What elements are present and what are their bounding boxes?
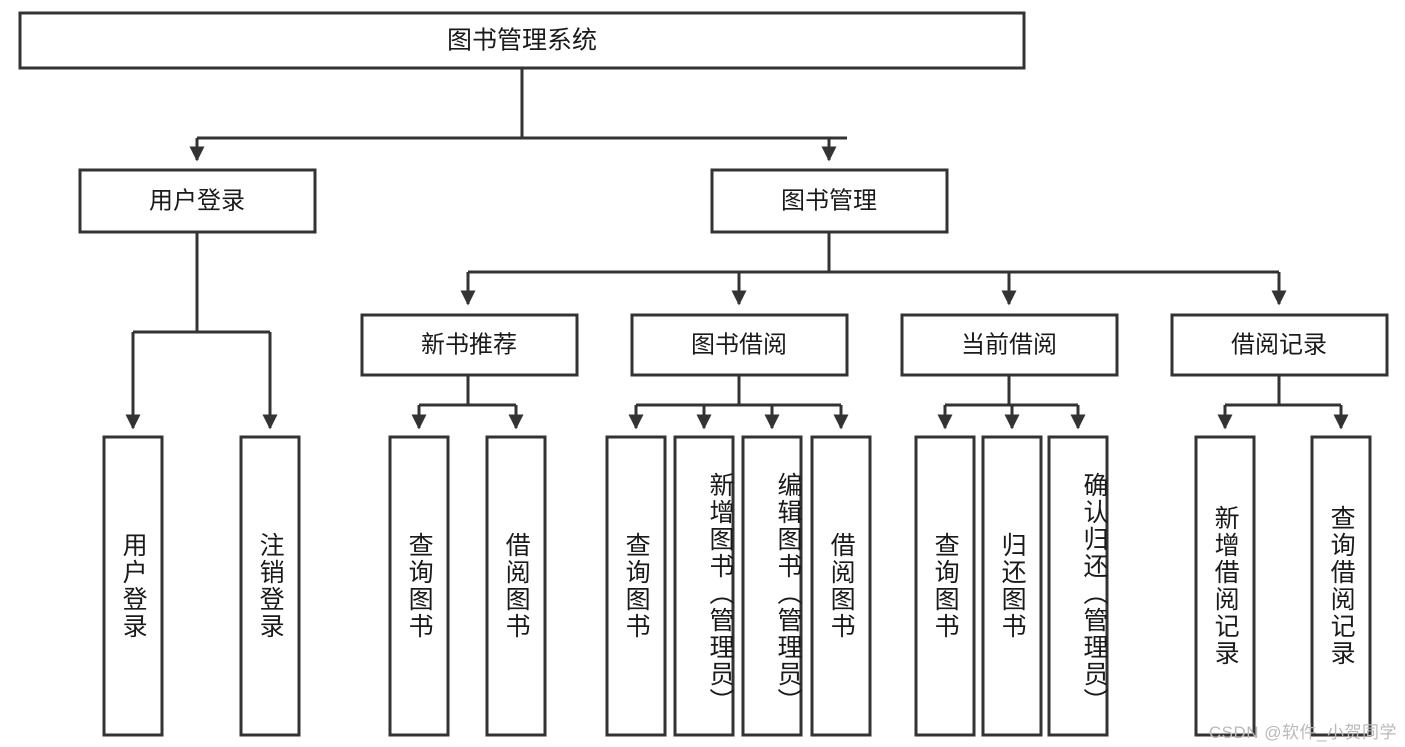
- node-user-login-box[interactable]: [78, 168, 317, 234]
- node-borrow-record-label: 借阅记录: [1231, 331, 1327, 358]
- node-current-borrow-label: 当前借阅: [961, 331, 1057, 358]
- leaf-box-current-borrow-1[interactable]: [981, 435, 1043, 737]
- node-book-manage-label: 图书管理: [781, 187, 877, 214]
- connector-group-book-borrow: [628, 375, 849, 430]
- node-book-borrow-label: 图书借阅: [691, 331, 787, 358]
- leaf-box-book-borrow-2[interactable]: [741, 435, 803, 737]
- leaf-box-borrow-record-0[interactable]: [1194, 435, 1256, 737]
- leaf-boxes-user-login[interactable]: [102, 435, 301, 737]
- node-new-book-recommend-label: 新书推荐: [421, 331, 517, 358]
- node-current-borrow-box[interactable]: [900, 313, 1119, 377]
- node-root-label: 图书管理系统: [447, 27, 597, 55]
- node-book-borrow[interactable]: 图书借阅: [630, 313, 849, 377]
- node-new-book-recommend-box[interactable]: [360, 313, 579, 377]
- node-book-manage-box[interactable]: [710, 168, 949, 234]
- leaf-boxes-new-book-recommend[interactable]: [388, 435, 547, 737]
- node-current-borrow[interactable]: 当前借阅: [900, 313, 1119, 377]
- node-root[interactable]: 图书管理系统: [18, 11, 1026, 70]
- watermark-text: CSDN @软件_小贺同学: [1208, 723, 1397, 742]
- leaf-box-user-login-0[interactable]: [102, 435, 164, 737]
- node-user-login-label: 用户登录: [149, 187, 245, 214]
- leaf-box-borrow-record-1[interactable]: [1310, 435, 1372, 737]
- leaf-box-new-book-0[interactable]: [388, 435, 450, 737]
- leaf-box-book-borrow-0[interactable]: [605, 435, 667, 737]
- leaf-box-book-borrow-3[interactable]: [810, 435, 872, 737]
- leaf-box-current-borrow-2[interactable]: [1047, 435, 1109, 737]
- node-borrow-record[interactable]: 借阅记录: [1170, 313, 1389, 377]
- connector-group-new-book: [411, 375, 524, 430]
- connector-group-book-manage: [460, 232, 1287, 306]
- node-root-box[interactable]: [18, 11, 1026, 70]
- node-borrow-record-box[interactable]: [1170, 313, 1389, 377]
- node-user-login[interactable]: 用户登录: [78, 168, 317, 234]
- leaf-box-current-borrow-0[interactable]: [914, 435, 976, 737]
- connector-group-current-borrow: [937, 375, 1086, 430]
- leaf-box-new-book-1[interactable]: [485, 435, 547, 737]
- leaf-box-user-login-1[interactable]: [239, 435, 301, 737]
- connector-group-borrow-record: [1217, 375, 1349, 430]
- connector-group-user-login: [125, 232, 278, 430]
- leaf-box-book-borrow-1[interactable]: [673, 435, 735, 737]
- leaf-boxes-borrow-record[interactable]: [1194, 435, 1372, 737]
- leaf-boxes-book-borrow[interactable]: [605, 435, 872, 737]
- node-book-borrow-box[interactable]: [630, 313, 849, 377]
- leaf-boxes-current-borrow[interactable]: [914, 435, 1109, 737]
- connector-group-root: [189, 68, 847, 162]
- node-book-manage[interactable]: 图书管理: [710, 168, 949, 234]
- node-new-book-recommend[interactable]: 新书推荐: [360, 313, 579, 377]
